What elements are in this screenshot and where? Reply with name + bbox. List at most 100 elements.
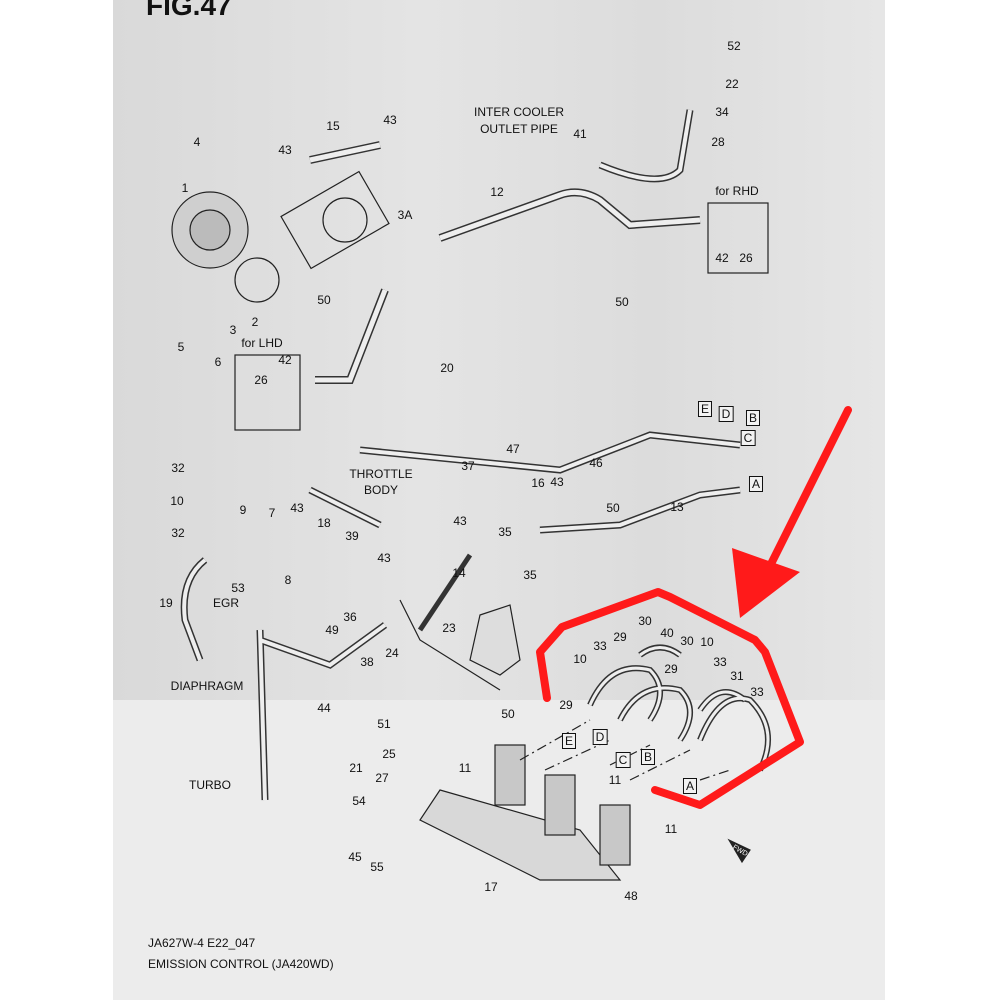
callout: 43	[377, 551, 391, 565]
callout: 19	[159, 596, 173, 610]
callout: 50	[501, 707, 515, 721]
callout: 22	[725, 77, 739, 91]
annotation-body: BODY	[363, 483, 399, 497]
connector-tag: E	[697, 401, 713, 417]
callout: 33	[750, 685, 764, 699]
callout: 25	[382, 747, 396, 761]
callout: 46	[589, 456, 603, 470]
callout: 10	[170, 494, 184, 508]
annotation-for-lhd: for LHD	[241, 336, 283, 350]
callout: 31	[730, 669, 744, 683]
callout: 37	[461, 459, 475, 473]
callout: 35	[498, 525, 512, 539]
connector-tag: A	[682, 778, 698, 794]
hoses	[171, 109, 771, 881]
callout: 5	[177, 340, 185, 354]
callout: 11	[608, 773, 622, 787]
callout: 10	[700, 635, 714, 649]
callout: 29	[664, 662, 678, 676]
connector-tag: B	[745, 410, 761, 426]
callout: 24	[385, 646, 399, 660]
callout: 9	[239, 503, 247, 517]
callout: 49	[325, 623, 339, 637]
callout: 33	[713, 655, 727, 669]
connector-tag: D	[718, 406, 734, 422]
callout: 7	[268, 506, 276, 520]
connector-tag: C	[740, 430, 756, 446]
highlight-outline	[536, 588, 804, 809]
callout: 8	[284, 573, 292, 587]
diagram-code: JA627W-4 E22_047	[148, 936, 256, 950]
callout: 47	[506, 442, 520, 456]
callout: 32	[171, 526, 185, 540]
callout: 28	[711, 135, 725, 149]
callout: 42	[278, 353, 292, 367]
annotation-outlet-pipe: OUTLET PIPE	[480, 122, 558, 136]
callout: 50	[317, 293, 331, 307]
callout: 30	[680, 634, 694, 648]
callout: 17	[484, 880, 498, 894]
callout: 48	[624, 889, 638, 903]
callout: 55	[370, 860, 384, 874]
annotation-for-rhd: for RHD	[715, 184, 759, 198]
callout: 51	[377, 717, 391, 731]
callout: 44	[317, 701, 331, 715]
callout: 13	[670, 500, 684, 514]
callout: 10	[573, 652, 587, 666]
callout: 23	[442, 621, 456, 635]
callout: 43	[278, 143, 292, 157]
callout: 14	[452, 566, 466, 580]
annotation-egr: EGR	[212, 596, 240, 610]
annotation-inter-cooler: INTER COOLER	[473, 105, 565, 119]
connector-tag: A	[748, 476, 764, 492]
callout: 50	[615, 295, 629, 309]
callout: 43	[550, 475, 564, 489]
callout: 38	[360, 655, 374, 669]
callout: 50	[606, 501, 620, 515]
callout: 34	[715, 105, 729, 119]
callout: 26	[739, 251, 753, 265]
callout: 39	[345, 529, 359, 543]
callout: 12	[490, 185, 504, 199]
callout: 41	[573, 127, 587, 141]
callout: 26	[254, 373, 268, 387]
callout: 6	[214, 355, 222, 369]
callout: 43	[453, 514, 467, 528]
callout: 29	[613, 630, 627, 644]
connector-tag: C	[615, 752, 631, 768]
connector-tag: B	[640, 749, 656, 765]
callout: 30	[638, 614, 652, 628]
callout: 36	[343, 610, 357, 624]
callout: 11	[458, 761, 472, 775]
callout: 1	[181, 181, 189, 195]
callout: 4	[193, 135, 201, 149]
callout: 11	[664, 822, 678, 836]
figure-title: FIG.47	[146, 0, 232, 21]
callout: 43	[383, 113, 397, 127]
callout: 18	[317, 516, 331, 530]
callout: 27	[375, 771, 389, 785]
callout: 20	[440, 361, 454, 375]
callout: 3A	[397, 208, 413, 222]
callout: 16	[531, 476, 545, 490]
annotation-throttle: THROTTLE	[349, 467, 413, 481]
callout: 53	[231, 581, 245, 595]
callout: 45	[348, 850, 362, 864]
callout: 42	[715, 251, 729, 265]
callout: 54	[352, 794, 366, 808]
callout: 15	[326, 119, 340, 133]
connector-tag: E	[561, 733, 577, 749]
highlight-arrow	[732, 406, 852, 618]
annotation-turbo: TURBO	[189, 778, 231, 792]
callout: 2	[251, 315, 259, 329]
callout: 33	[593, 639, 607, 653]
callout: 21	[349, 761, 363, 775]
callout: 3	[229, 323, 237, 337]
callout: 35	[523, 568, 537, 582]
connector-tag: D	[592, 729, 608, 745]
annotation-diaphragm: DIAPHRAGM	[170, 679, 244, 693]
callout: 43	[290, 501, 304, 515]
callout: 40	[660, 626, 674, 640]
callout: 29	[559, 698, 573, 712]
